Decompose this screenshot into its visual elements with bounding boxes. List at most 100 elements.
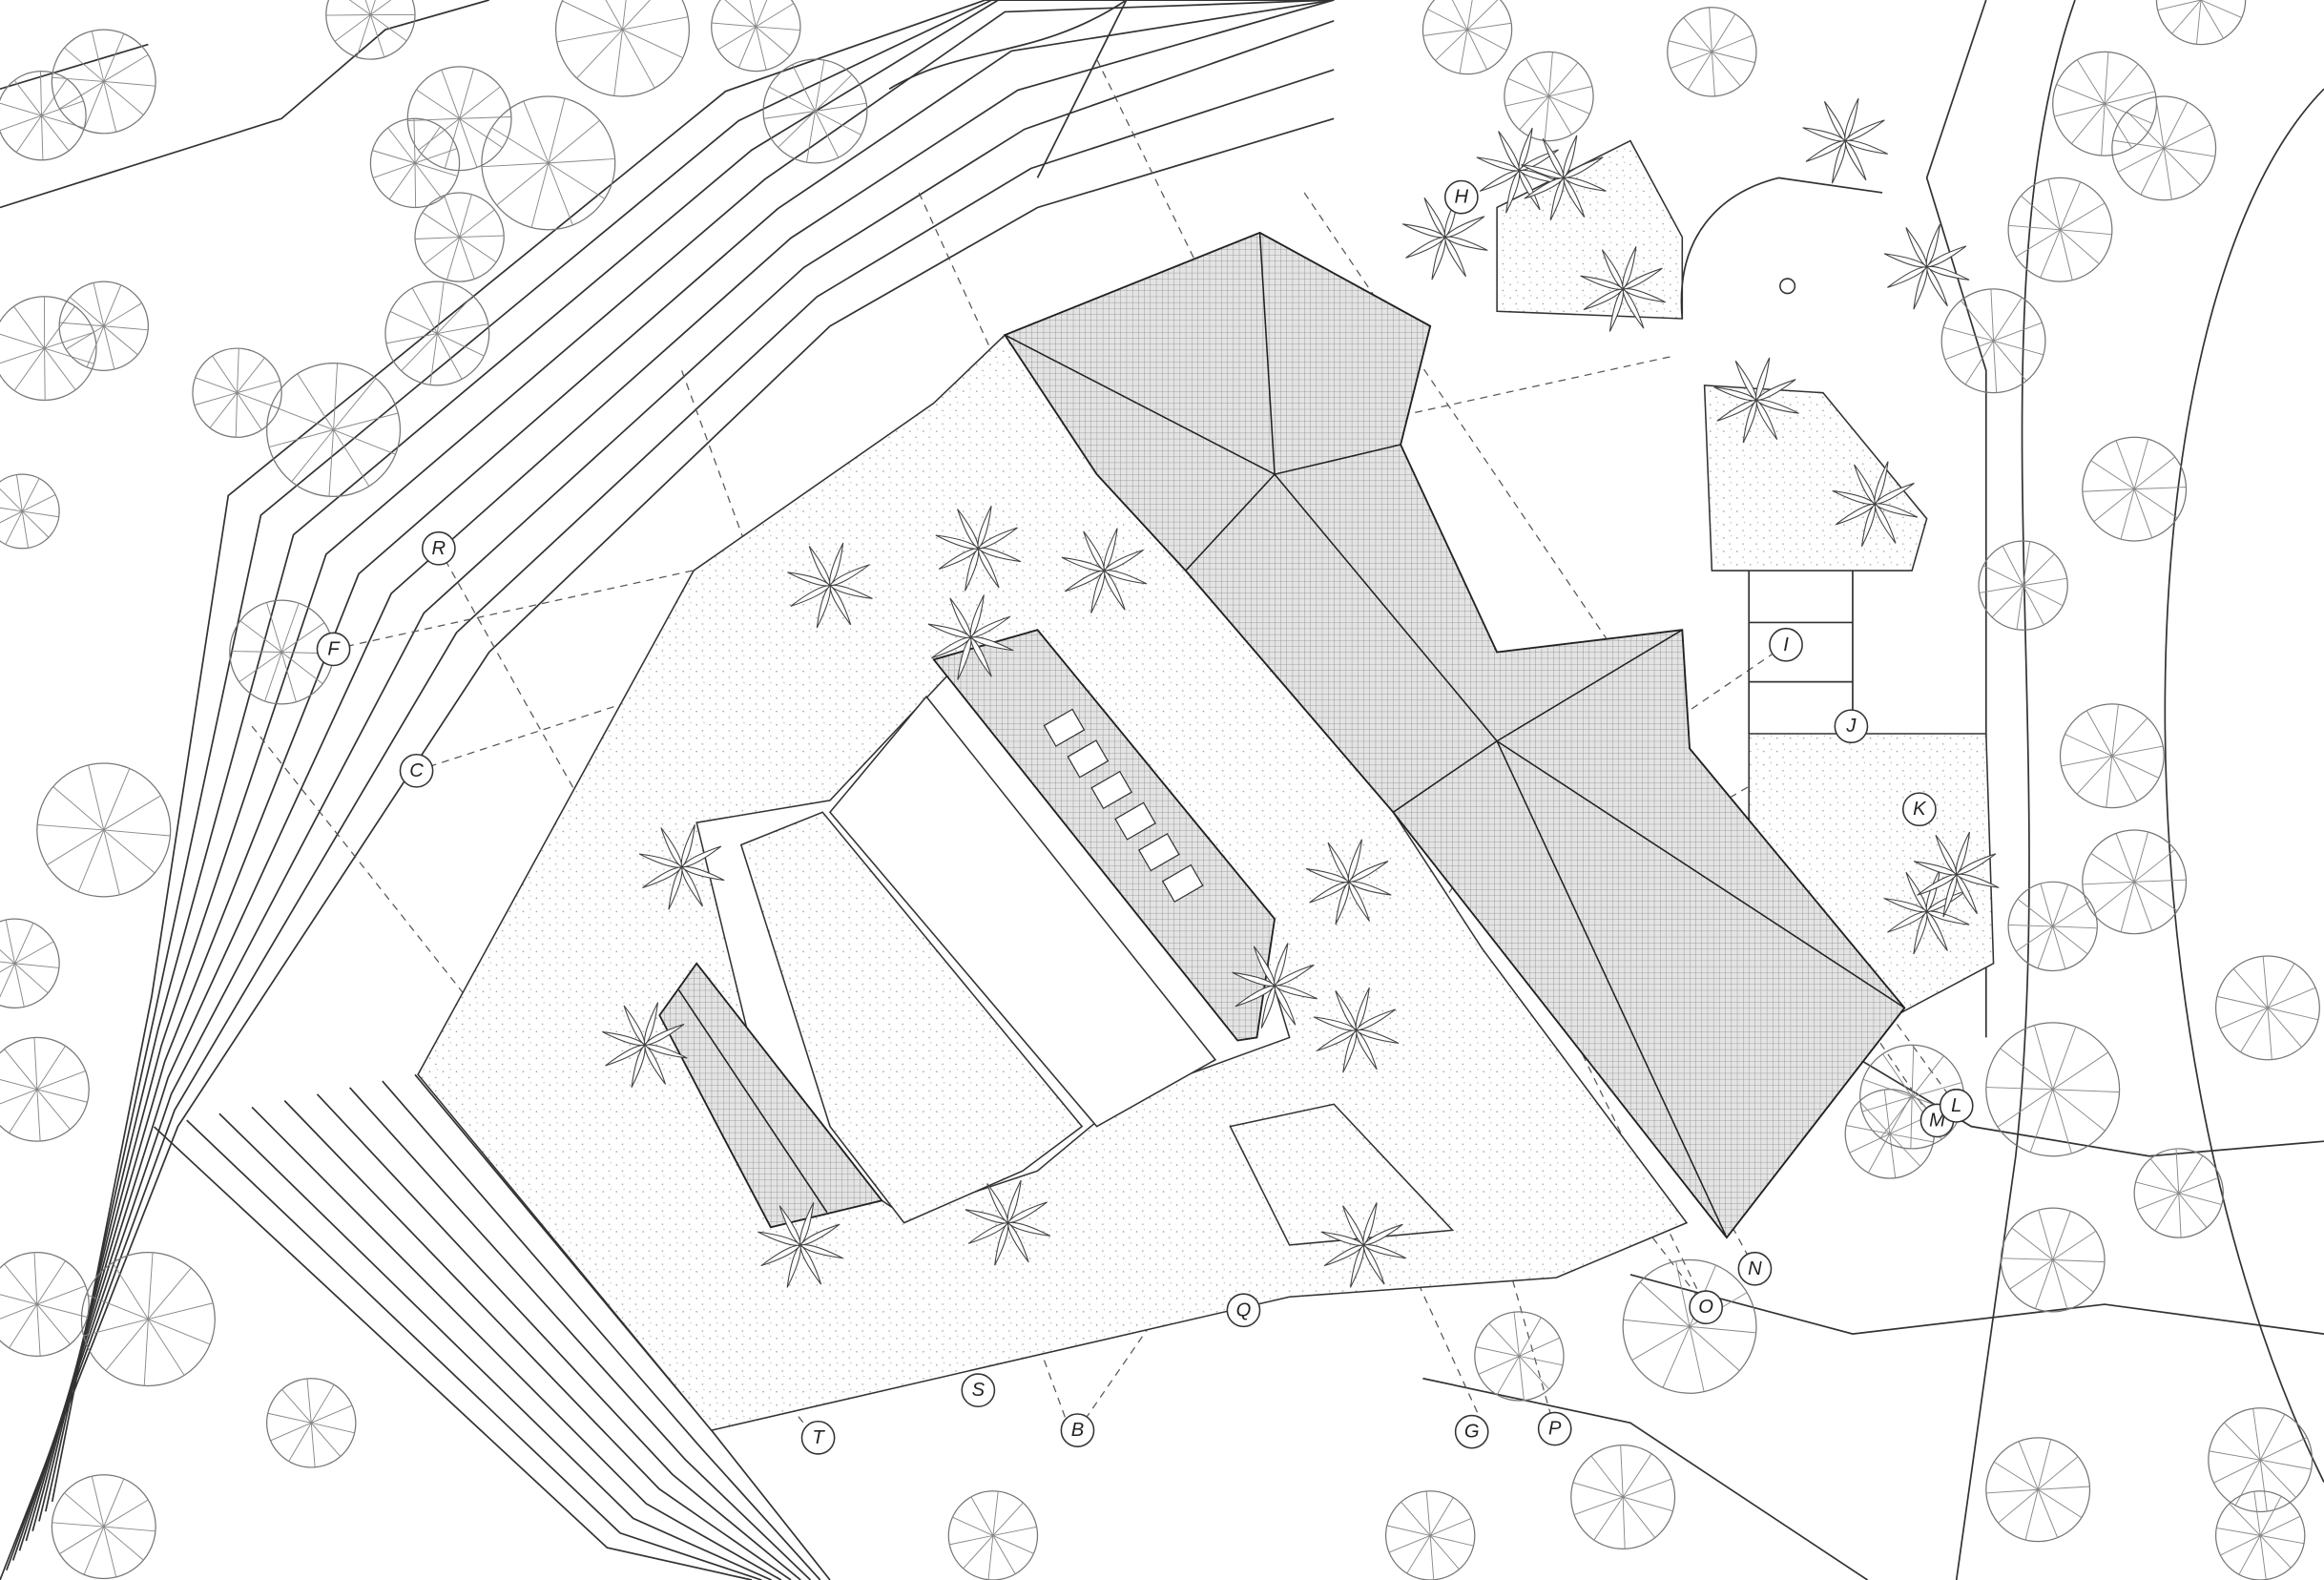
main-house-roof <box>1003 231 1906 1239</box>
contour-line <box>1955 0 2076 1580</box>
tree-symbol <box>266 362 402 498</box>
contour-line <box>283 1100 792 1580</box>
section-marker-label: N <box>1748 1258 1762 1279</box>
tree-symbol <box>0 473 60 550</box>
section-marker-h: H <box>1443 179 1479 215</box>
section-marker-label: J <box>1845 716 1857 737</box>
section-marker-p: P <box>1537 1411 1572 1446</box>
palm-tree-symbol <box>1476 127 1563 214</box>
section-marker-label: H <box>1455 187 1469 208</box>
contour-line <box>888 0 1128 90</box>
tree-symbol <box>2007 177 2113 282</box>
tree-symbol <box>1940 288 2046 394</box>
palm-tree-symbol <box>787 542 873 629</box>
palm-tree-symbol <box>1232 943 1318 1029</box>
tree-symbol <box>2059 703 2165 809</box>
tree-symbol <box>1978 540 2068 631</box>
tree-symbol <box>1985 1437 2091 1543</box>
tree-symbol <box>481 95 616 231</box>
section-marker-label: R <box>432 538 446 559</box>
tree-symbol <box>325 0 416 60</box>
tree-symbol <box>0 1036 90 1142</box>
contour-line <box>153 1126 753 1580</box>
tree-symbol <box>0 296 97 402</box>
palm-tree-symbol <box>1401 194 1488 281</box>
section-marker-l: L <box>1939 1089 1974 1123</box>
palm-tree-symbol <box>1061 528 1148 613</box>
tree-symbol <box>1667 7 1757 97</box>
contour-line <box>0 0 489 209</box>
section-marker-label: F <box>327 638 341 659</box>
tree-symbol <box>2007 881 2098 972</box>
palm-tree-symbol <box>1305 839 1392 925</box>
tree-symbol <box>192 347 282 438</box>
tree-symbol <box>36 762 172 898</box>
contour-line <box>31 0 1335 1531</box>
pool-pavilion-roof <box>932 629 1276 1042</box>
palm-tree-symbol <box>638 824 725 910</box>
contour-line <box>316 1093 801 1580</box>
skylight <box>1161 863 1204 904</box>
tree-symbol <box>384 281 490 386</box>
section-marker-i: I <box>1769 627 1803 662</box>
palm-tree-symbol <box>1580 246 1666 332</box>
section-marker-r: R <box>421 530 456 566</box>
palm-tree-symbol <box>602 1002 688 1088</box>
section-marker-label: G <box>1464 1422 1480 1443</box>
contour-line <box>11 19 1335 1561</box>
section-marker-c: C <box>399 753 434 788</box>
palm-tree-symbol <box>927 594 1014 680</box>
palm-tree-symbol <box>1320 1202 1407 1288</box>
section-marker-k: K <box>1902 792 1937 827</box>
section-marker-label: Q <box>1236 1299 1252 1320</box>
tree-symbol <box>1474 1311 1565 1402</box>
section-marker-label: L <box>1951 1095 1961 1116</box>
section-marker-o: O <box>1689 1290 1724 1325</box>
tree-symbol <box>1384 1490 1476 1580</box>
skylight <box>1114 801 1156 841</box>
tree-symbol <box>1985 1022 2121 1157</box>
skylight <box>1138 833 1180 872</box>
tree-symbol <box>2214 1490 2306 1580</box>
tree-symbol <box>2111 95 2217 201</box>
section-marker-label: P <box>1548 1419 1562 1440</box>
contour-line <box>349 1087 812 1580</box>
section-marker-label: C <box>409 760 424 781</box>
contour-line <box>0 43 149 91</box>
tree-symbol <box>229 599 335 705</box>
contour-line <box>2164 88 2324 1483</box>
section-marker-label: K <box>1913 799 1927 820</box>
section-marker-label: B <box>1071 1420 1084 1441</box>
skylights <box>1043 708 1204 904</box>
tree-symbol <box>554 0 691 97</box>
tree-symbol <box>2208 1407 2314 1513</box>
contour-line <box>18 0 1335 1551</box>
tree-symbol <box>51 29 156 135</box>
tree-symbol <box>2214 955 2320 1061</box>
section-marker-b: B <box>1060 1413 1095 1447</box>
section-marker-g: G <box>1454 1414 1489 1449</box>
contour-line <box>186 1119 762 1580</box>
tree-symbol <box>2052 51 2158 156</box>
section-marker-t: T <box>800 1421 836 1455</box>
palm-tree-symbol <box>1832 461 1919 547</box>
tree-symbol <box>58 281 149 371</box>
contour-line <box>218 1112 772 1580</box>
section-marker-label: O <box>1698 1297 1713 1318</box>
palm-tree-symbol <box>1521 135 1607 221</box>
skylight <box>1090 770 1133 810</box>
palm-tree-symbol <box>935 506 1022 592</box>
contour-line <box>38 0 1335 1522</box>
section-marker-q: Q <box>1226 1293 1261 1328</box>
palm-tree-symbol <box>1883 868 1970 955</box>
tree-symbol <box>1622 1258 1757 1394</box>
contour-line <box>382 1080 821 1580</box>
section-marker-j: J <box>1834 709 1869 744</box>
tree-symbol <box>1421 0 1513 75</box>
contour-line <box>1629 1274 2324 1335</box>
tree-symbol <box>266 1378 357 1468</box>
section-marker-s: S <box>961 1373 996 1408</box>
tree-symbol <box>0 1252 90 1358</box>
tree-symbol <box>0 918 60 1008</box>
